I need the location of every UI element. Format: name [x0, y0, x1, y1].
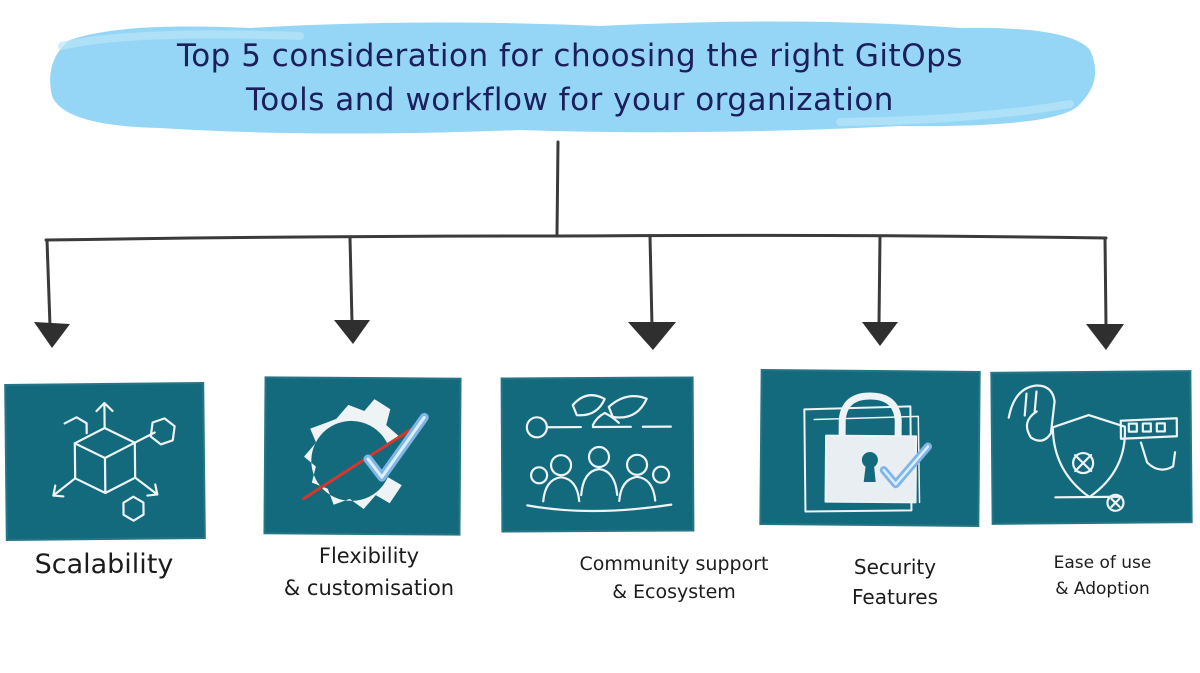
label-security-line-1: Security — [853, 555, 937, 579]
label-flexibility: Flexibility & customisation — [244, 540, 494, 604]
label-security-line-2: Features — [852, 585, 938, 609]
label-community-line-2: & Ecosystem — [612, 581, 736, 603]
title-line-1: Top 5 consideration for choosing the rig… — [177, 38, 963, 74]
arrowhead-5 — [1086, 324, 1124, 350]
cube-expand-icon — [52, 401, 176, 522]
label-flexibility-line-1: Flexibility — [318, 544, 420, 568]
arrowhead-3 — [628, 322, 676, 350]
card-ease — [990, 370, 1193, 525]
label-ease: Ease of use & Adoption — [1025, 550, 1180, 602]
arrowhead-2 — [334, 320, 370, 344]
people-leaves-icon — [525, 394, 673, 513]
hand-shield-icon — [1007, 384, 1179, 512]
label-flexibility-line-2: & customisation — [283, 576, 455, 600]
label-community: Community support & Ecosystem — [540, 550, 808, 606]
label-security: Security Features — [820, 552, 970, 612]
diagram-title: Top 5 consideration for choosing the rig… — [40, 18, 1100, 138]
card-flexibility — [263, 376, 462, 536]
arrowheads — [34, 320, 1124, 350]
padlock-icon — [803, 392, 933, 513]
label-ease-line-2: & Adoption — [1055, 579, 1150, 599]
arrowhead-4 — [862, 322, 898, 346]
arrowhead-1 — [34, 322, 70, 348]
connector-tree — [44, 140, 1108, 328]
label-ease-line-1: Ease of use — [1053, 553, 1152, 573]
title-line-2: Tools and workflow for your organization — [246, 82, 894, 118]
label-scalability-line-1: Scalability — [34, 549, 174, 580]
card-scalability — [4, 381, 206, 542]
card-security — [759, 369, 981, 527]
label-community-line-1: Community support — [579, 553, 769, 575]
title-blob — [50, 21, 1096, 134]
label-scalability: Scalability — [4, 548, 204, 582]
gear-check-icon — [302, 399, 429, 510]
card-community — [500, 376, 695, 533]
